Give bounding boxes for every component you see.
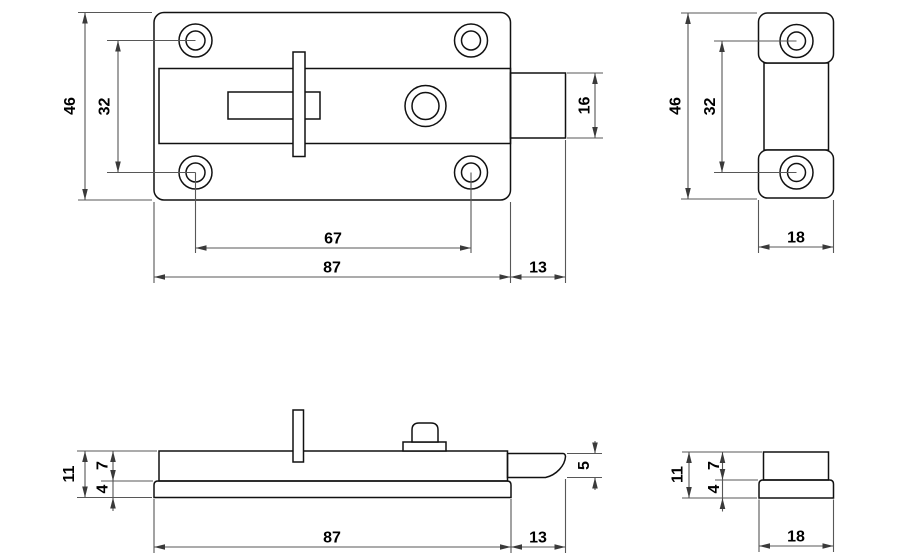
dim-keeper-front-hole-spacing: 32 <box>702 40 797 174</box>
bolt-housing <box>158 67 512 145</box>
keeper-middle <box>763 62 830 151</box>
knob-inner-circle <box>411 91 440 121</box>
screw-hole <box>453 23 489 58</box>
dim-latch-front-hole-spacing-v: 32 <box>97 39 196 174</box>
dim-label: 18 <box>787 529 805 546</box>
dim-keeper-side-base-height: 4 <box>706 480 726 512</box>
keeper-bottom-block <box>757 149 835 199</box>
dim-label: 32 <box>702 98 719 116</box>
dim-latch-side-width: 87 <box>153 499 512 553</box>
base-plate-side <box>153 480 512 499</box>
dim-latch-side-bolt-thickness: 5 <box>567 441 602 490</box>
dim-label: 5 <box>576 461 593 470</box>
knob-dome-side <box>411 422 439 443</box>
latch-front-view: 46 32 67 87 13 <box>62 11 603 283</box>
keeper-side-view: 11 7 4 18 <box>670 451 835 552</box>
dim-latch-front-hole-spacing-h: 67 <box>194 172 472 253</box>
dim-keeper-side-total-height: 11 <box>670 452 692 498</box>
dim-keeper-front-height: 46 <box>668 12 757 200</box>
dim-latch-front-bolt-extension: 13 <box>510 140 567 283</box>
dim-label: 4 <box>706 484 723 493</box>
dim-label: 7 <box>95 461 112 470</box>
dim-latch-side-bolt-extension: 13 <box>511 479 567 553</box>
dim-label: 32 <box>97 98 114 116</box>
handle-tab-side <box>292 409 305 463</box>
dim-label: 46 <box>668 97 685 115</box>
dim-label: 11 <box>670 466 687 483</box>
dim-latch-front-width: 87 <box>153 202 512 283</box>
latch-side-view: 11 7 4 5 87 <box>61 409 602 553</box>
knob-flange-side <box>402 441 447 452</box>
keeper-front-view: 46 32 18 <box>668 12 835 253</box>
dim-latch-side-cover-height: 7 <box>95 451 116 481</box>
dim-latch-side-base-height: 4 <box>95 481 116 511</box>
bolt-front <box>509 72 567 139</box>
dim-label: 13 <box>529 260 547 277</box>
dim-label: 4 <box>95 484 112 493</box>
keeper-top-block <box>757 12 835 64</box>
dim-keeper-side-width: 18 <box>758 499 835 552</box>
keeper-loop-side <box>762 451 830 481</box>
dim-label: 18 <box>787 230 805 247</box>
bolt-side <box>506 452 567 479</box>
latch-plate <box>153 11 512 201</box>
keeper-base-side <box>758 479 835 499</box>
latch-cover-side <box>158 450 509 482</box>
dim-label: 13 <box>529 530 547 547</box>
dim-latch-side-total-height: 11 <box>61 451 88 498</box>
dim-label: 7 <box>706 461 723 470</box>
dim-label: 16 <box>577 97 594 115</box>
dim-label: 67 <box>324 231 342 248</box>
knob-outer-circle <box>404 84 447 128</box>
dim-keeper-side-cover-height: 7 <box>706 452 726 480</box>
dim-label: 87 <box>323 260 341 277</box>
dim-latch-front-bolt-height: 16 <box>567 72 603 139</box>
dim-label: 46 <box>62 97 79 115</box>
screw-hole <box>460 30 482 51</box>
dim-label: 11 <box>61 465 78 482</box>
dim-latch-front-height: 46 <box>62 11 152 201</box>
slide-slot <box>227 91 321 120</box>
handle-tab-front <box>292 51 306 158</box>
dim-label: 87 <box>323 530 341 547</box>
dim-keeper-front-width: 18 <box>757 200 835 253</box>
